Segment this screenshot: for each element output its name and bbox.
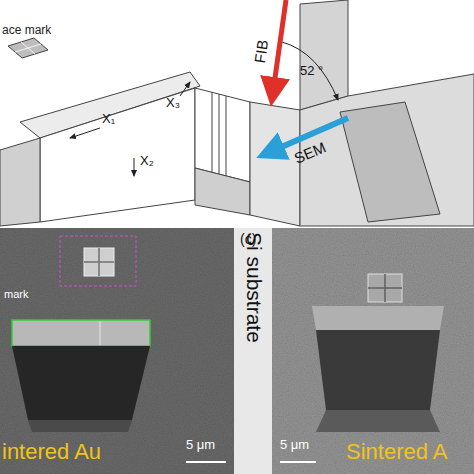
axis-arrow [134,158,135,176]
axis-label: X₁ [102,112,115,126]
axis-label: X₃ [166,96,180,110]
sample-label: Sintered A [346,440,448,464]
substrate-band [234,228,272,474]
part-label: mark [4,288,28,300]
region-label: Si substrate [243,232,266,343]
sem-image-left [0,228,234,474]
angle-arc [282,42,338,100]
beam-label: FIB [252,39,272,64]
sem-image-right [272,228,474,474]
scale-label: 5 μm [186,438,215,452]
axis-label: X₂ [140,154,154,168]
fib-beam [273,0,286,92]
sample-label: intered Au [2,440,101,464]
fib-schematic [0,0,474,226]
scale-label: 5 μm [280,438,309,452]
axis-arrow [180,82,190,96]
axis-arrow [70,128,100,138]
panel-label: (c) [240,232,256,247]
part-label: ace mark [2,24,51,37]
angle-label: 52 ° [300,64,323,78]
